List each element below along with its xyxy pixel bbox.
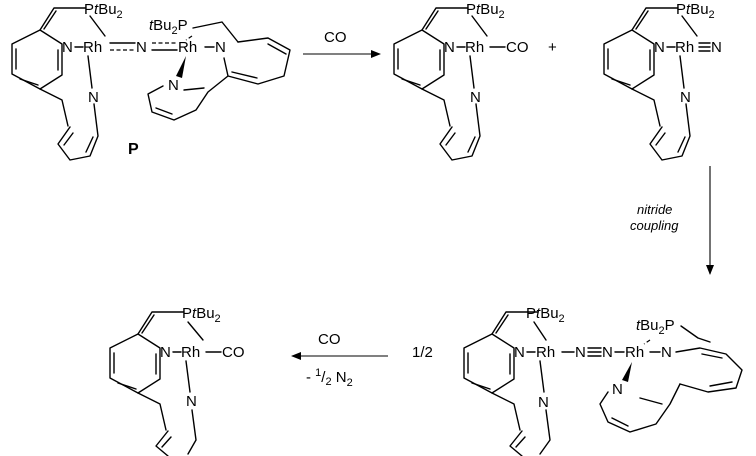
p-atom: tBu2P <box>636 317 675 337</box>
reagent-label: CO <box>324 29 347 46</box>
rh-atom: Rh <box>465 39 484 56</box>
molecule-rh-co-top: PtBu2 N Rh CO N <box>393 1 529 161</box>
arrow-nitride-coupling: nitride coupling <box>630 166 714 275</box>
co-ligand: CO <box>222 344 245 361</box>
n-atom: N <box>654 39 665 56</box>
arrow-co-top: CO <box>303 29 381 58</box>
n-atom: N <box>538 394 549 411</box>
n-atom: N <box>470 89 481 106</box>
rh-atom: Rh <box>178 39 197 56</box>
n-atom: N <box>711 39 722 56</box>
plus-sign: + <box>548 39 557 56</box>
reagent-label: CO <box>318 331 341 348</box>
molecule-rh-co-bottom: PtBu2 N Rh CO N <box>109 305 245 456</box>
n-atom: N <box>88 89 99 106</box>
loss-label: - 1/2 N2 <box>306 367 353 389</box>
n-atom: N <box>514 344 525 361</box>
arrow-co-bottom: 1/2 CO - 1/2 N2 <box>291 331 433 389</box>
p-atom: PtBu2 <box>526 305 565 325</box>
rh-atom: Rh <box>625 344 644 361</box>
n-atom: N <box>215 39 226 56</box>
p-atom: PtBu2 <box>84 1 123 21</box>
rh-atom: Rh <box>83 39 102 56</box>
molecule-n2-bridged-dimer: PtBu2 N Rh N N Rh N tBu2P N N <box>463 305 743 456</box>
compound-label: P <box>128 141 139 158</box>
step-label: nitride <box>637 202 672 217</box>
n-atom: N <box>575 344 586 361</box>
n-atom: N <box>680 89 691 106</box>
p-atom: PtBu2 <box>182 305 221 325</box>
n-atom: N <box>602 344 613 361</box>
n-atom: N <box>444 39 455 56</box>
p-atom: PtBu2 <box>676 1 715 21</box>
co-ligand: CO <box>506 39 529 56</box>
stoichiometry-label: 1/2 <box>412 344 433 361</box>
n-atom: N <box>661 344 672 361</box>
molecule-rh-nitride: PtBu2 N Rh N N <box>603 1 722 161</box>
n-atom: N <box>160 344 171 361</box>
n-atom: N <box>168 77 179 94</box>
n-atom: N <box>186 393 197 410</box>
p-atom: tBu2P <box>149 17 188 37</box>
n-atom: N <box>136 39 147 56</box>
p-atom: PtBu2 <box>466 1 505 21</box>
step-label: coupling <box>630 218 679 233</box>
n-atom: N <box>612 381 623 398</box>
n-atom: N <box>62 39 73 56</box>
molecule-p: PtBu2 N Rh N N Rh tBu2P N N P <box>11 1 291 161</box>
rh-atom: Rh <box>675 39 694 56</box>
rh-atom: Rh <box>536 344 555 361</box>
rh-atom: Rh <box>181 344 200 361</box>
